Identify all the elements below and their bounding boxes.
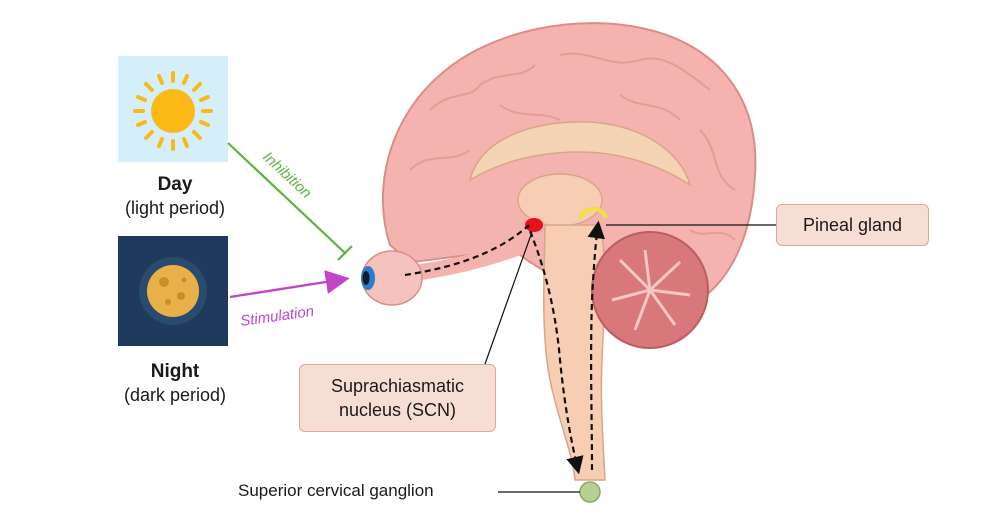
day-panel xyxy=(118,56,228,162)
scn-text-line2: nucleus (SCN) xyxy=(338,400,457,420)
pineal-gland-label: Pineal gland xyxy=(776,204,929,246)
thalamus xyxy=(517,173,603,227)
scn-leader xyxy=(484,231,533,365)
day-subtitle: (light period) xyxy=(124,198,226,218)
night-panel xyxy=(118,236,228,346)
ganglion-node xyxy=(579,481,601,503)
gyri-texture xyxy=(409,52,736,241)
cerebellum-folia xyxy=(611,249,691,331)
moon-icon xyxy=(139,257,207,325)
inhibition-bar xyxy=(337,245,353,261)
ganglion-label: Superior cervical ganglion xyxy=(238,481,434,500)
scn-text-line1: Suprachiasmatic xyxy=(330,376,465,396)
pineal-gland-text: Pineal gland xyxy=(802,215,903,235)
day-title: Day xyxy=(157,174,193,195)
stimulation-label: Stimulation xyxy=(239,303,315,330)
scn-spot xyxy=(525,218,543,232)
scn-label: Suprachiasmatic nucleus (SCN) xyxy=(299,364,496,432)
night-subtitle: (dark period) xyxy=(123,385,227,405)
corpus-callosum xyxy=(468,121,692,187)
inhibition-arrow xyxy=(227,142,346,254)
pineal-gland-shape xyxy=(578,207,608,220)
night-title: Night xyxy=(150,361,200,382)
neural-pathway-return xyxy=(587,220,605,471)
day-caption: Day (light period) xyxy=(100,173,250,220)
stimulation-arrow xyxy=(229,270,350,299)
neural-pathway xyxy=(404,224,584,475)
night-caption: Night (dark period) xyxy=(100,360,250,407)
pupil xyxy=(362,271,370,285)
brainstem xyxy=(543,224,606,481)
sun-icon xyxy=(133,71,213,151)
inhibition-label: Inhibition xyxy=(259,148,315,201)
